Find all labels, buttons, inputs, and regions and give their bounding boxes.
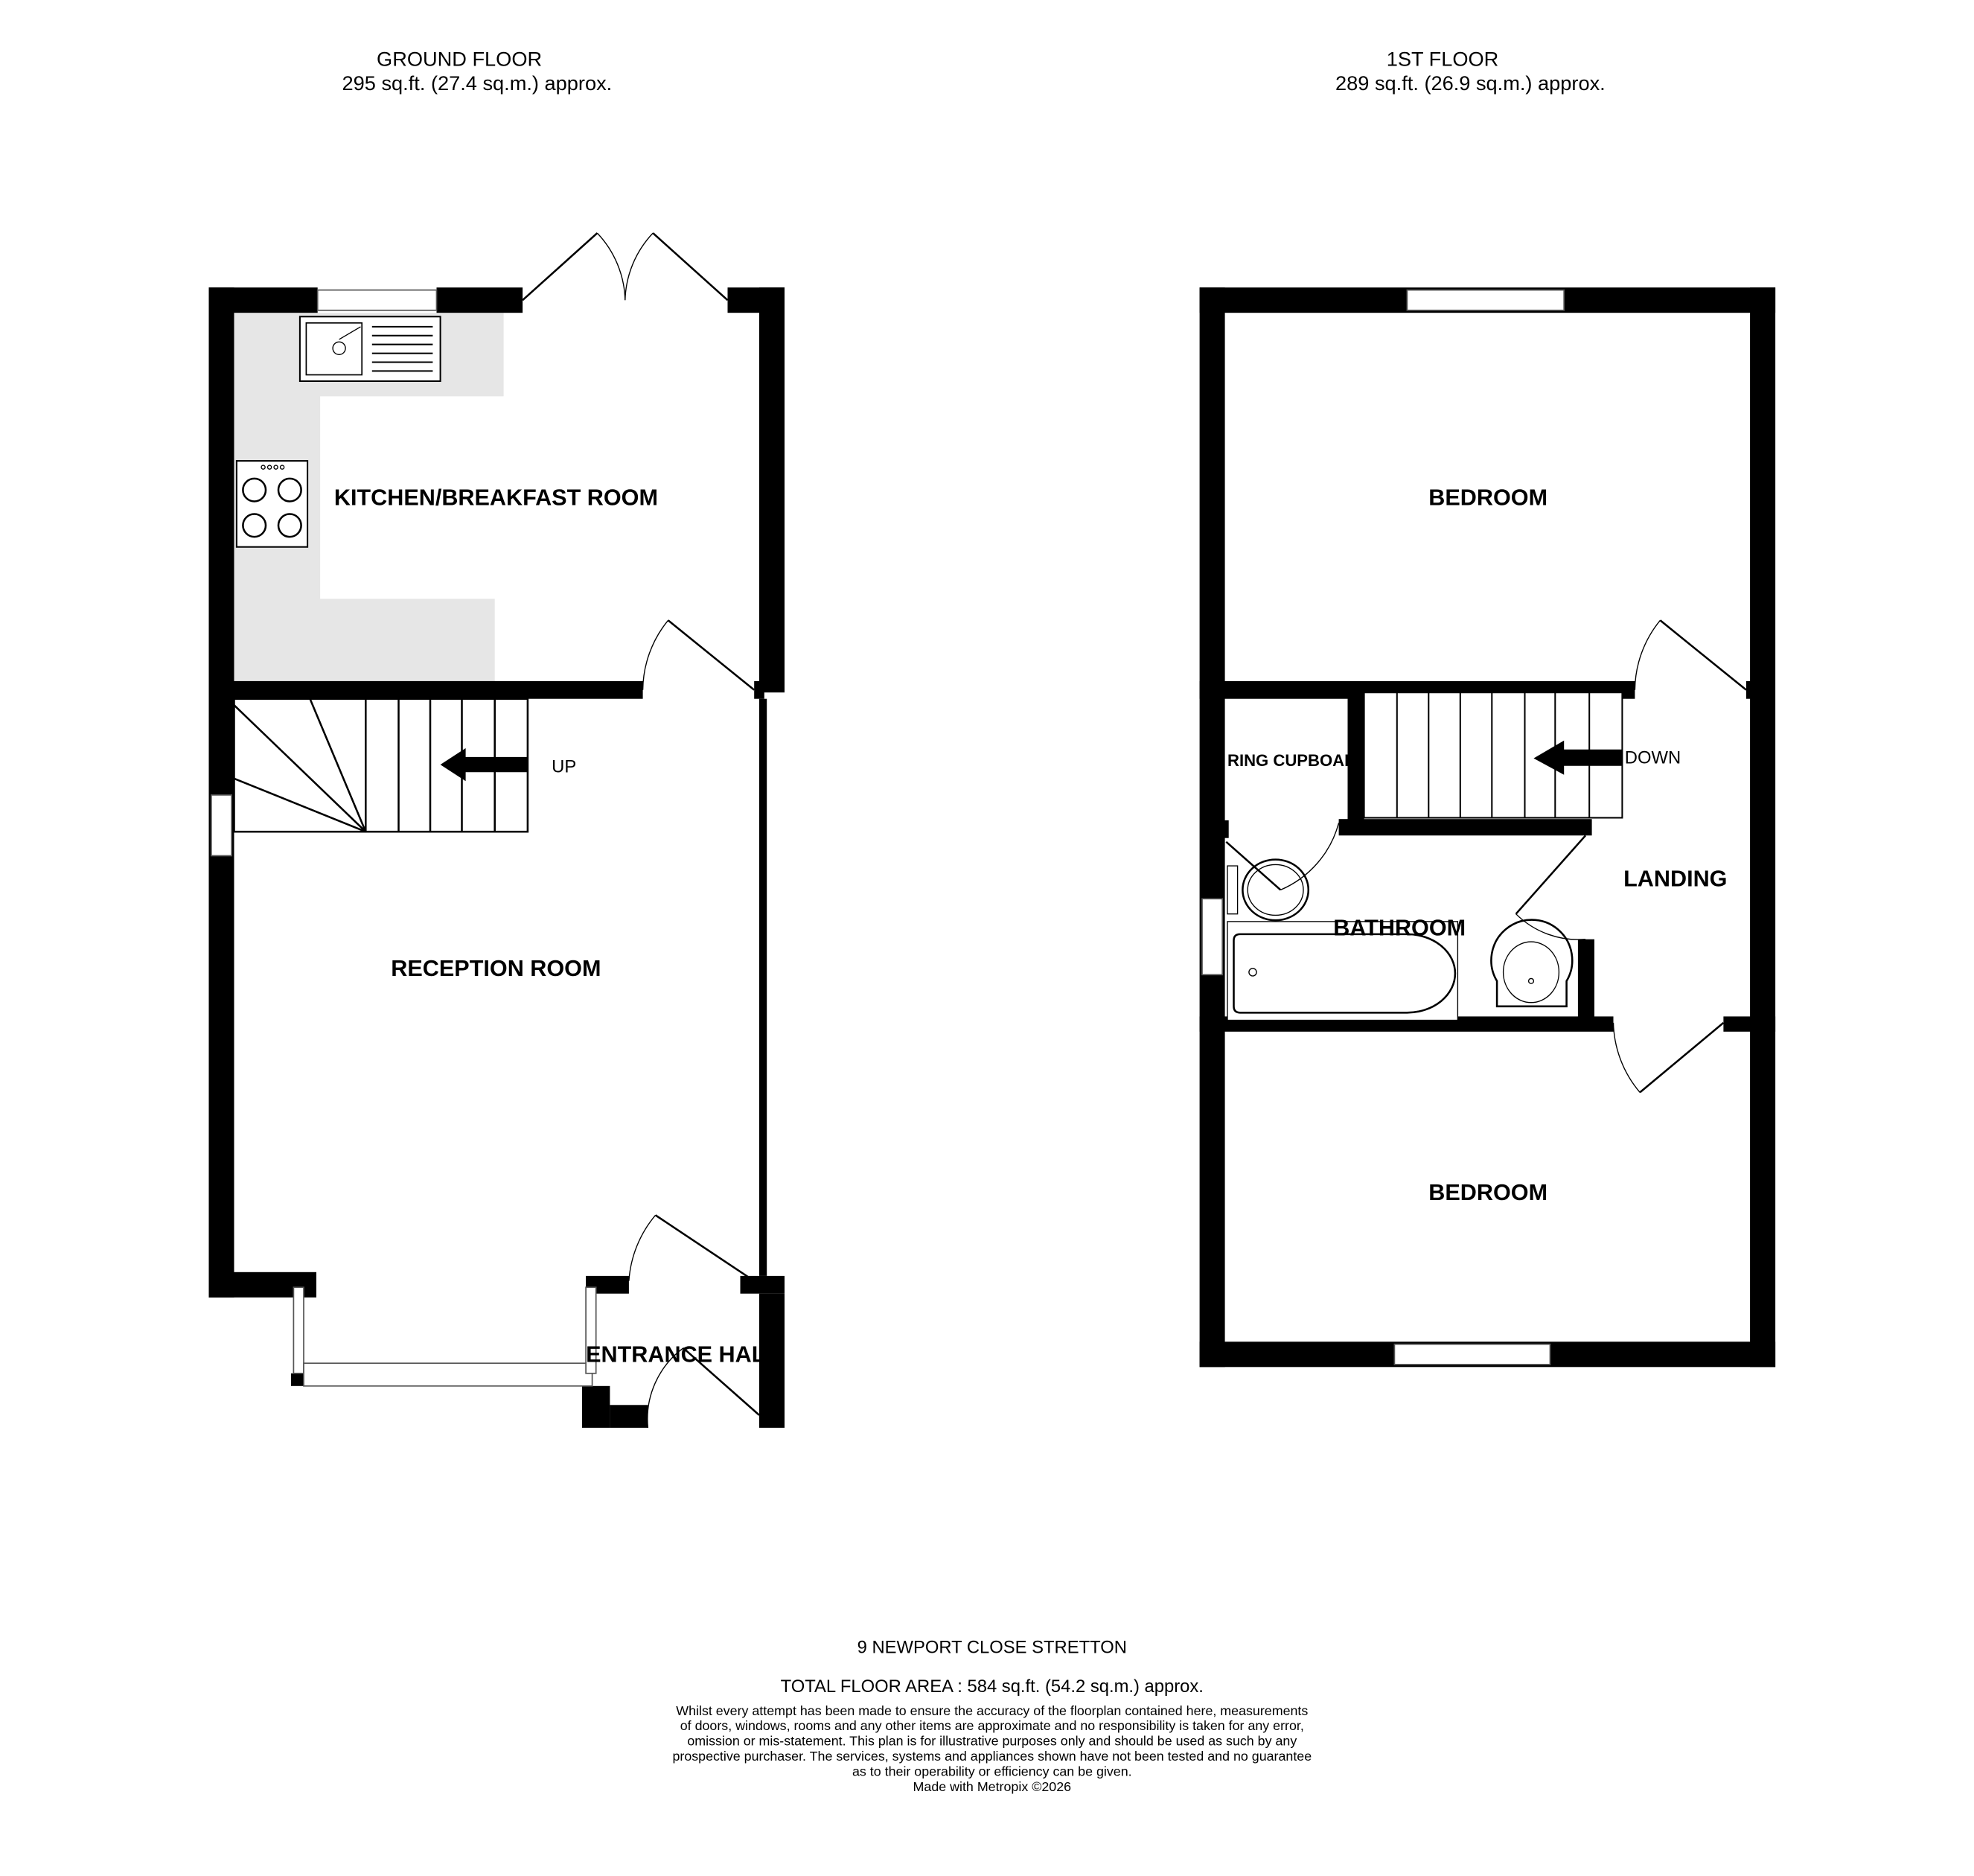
first-floor-area: 289 sq.ft. (26.9 sq.m.) approx. (1335, 71, 1606, 95)
window (211, 794, 232, 857)
first-floor-plan: DOWN LANDING RING CUPBOAR BATHROOM BEDRO… (1199, 287, 1776, 1368)
credit: Made with Metropix ©2026 (913, 1779, 1072, 1794)
ground-floor-title: GROUND FLOOR (377, 48, 542, 71)
first-floor-title: 1ST FLOOR (1387, 48, 1499, 71)
address: 9 NEWPORT CLOSE STRETTON (857, 1637, 1127, 1657)
stairs-down-label: DOWN (1625, 747, 1681, 768)
window (1406, 289, 1565, 311)
disclaimer-line: omission or mis-statement. This plan is … (687, 1734, 1297, 1749)
arrow-icon (440, 748, 528, 782)
disclaimer-line: as to their operability or efficiency ca… (852, 1764, 1132, 1778)
basin-icon (1490, 919, 1574, 1008)
room-label-bedroom: BEDROOM (1428, 485, 1547, 511)
total-floor-area: TOTAL FLOOR AREA : 584 sq.ft. (54.2 sq.m… (781, 1676, 1204, 1697)
room-label-landing: LANDING (1623, 866, 1727, 891)
door (1225, 619, 1747, 1094)
window (316, 289, 438, 311)
room-label-kitchen: KITCHEN/BREAKFAST ROOM (334, 485, 658, 511)
disclaimer-line: of doors, windows, rooms and any other i… (680, 1718, 1304, 1733)
toilet-icon (1227, 858, 1310, 922)
window (1201, 898, 1224, 976)
bay-window (293, 1286, 304, 1374)
room-label-bathroom: BATHROOM (1333, 916, 1466, 941)
kitchen-worktop (234, 313, 504, 681)
arrow-icon (1533, 740, 1623, 775)
french-doors (522, 232, 729, 302)
disclaimer-line: Whilst every attempt has been made to en… (676, 1703, 1308, 1718)
bath-icon (1227, 921, 1459, 1021)
door (628, 619, 760, 1428)
walls (208, 287, 785, 1428)
room-label-reception: RECEPTION ROOM (391, 956, 601, 981)
bay-window (585, 1286, 597, 1374)
sink-icon (298, 316, 441, 383)
room-label-bedroom: BEDROOM (1428, 1180, 1547, 1205)
window (1393, 1343, 1551, 1365)
ground-floor-plan: UP KITCHEN/BREAKFAST ROOM RECEPTION ROOM… (208, 232, 785, 1428)
stairs-up-label: UP (552, 756, 576, 776)
ground-floor-area: 295 sq.ft. (27.4 sq.m.) approx. (342, 71, 613, 95)
walls (1199, 287, 1776, 1368)
bay-window (303, 1362, 593, 1387)
room-label-entrance-hall: ENTRANCE HAL (586, 1342, 765, 1368)
staircase (233, 698, 529, 833)
disclaimer-line: prospective purchaser. The services, sys… (672, 1749, 1312, 1764)
room-label-airing-cupboard: RING CUPBOAR (1227, 751, 1356, 770)
hob-icon (235, 460, 309, 548)
